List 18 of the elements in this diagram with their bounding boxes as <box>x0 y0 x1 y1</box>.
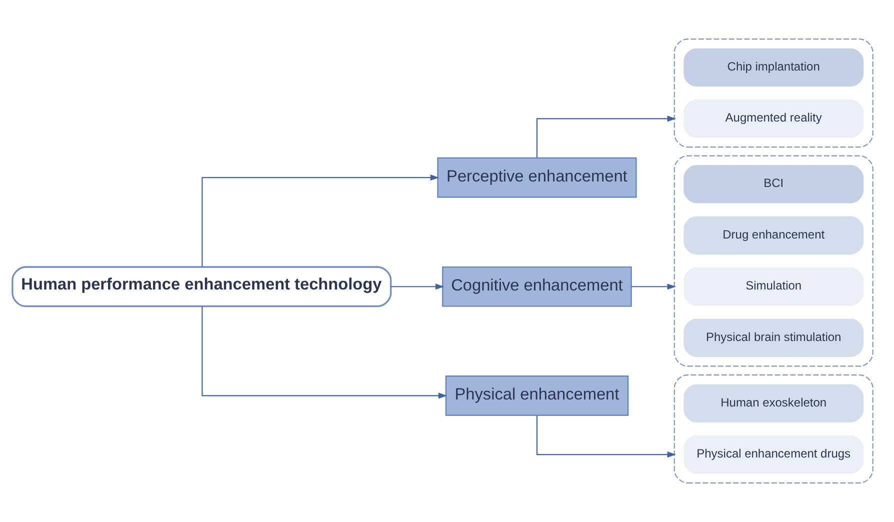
cluster <box>674 38 874 148</box>
cluster <box>674 374 874 484</box>
node-box: Human performance enhancement technology <box>12 266 392 308</box>
node-box: Physical brain stimulation <box>682 318 865 358</box>
arrow <box>202 306 448 399</box>
arrow <box>632 284 676 290</box>
node-box: Human exoskeleton <box>682 383 865 424</box>
node-box: BCI <box>682 164 865 204</box>
node-box: Cognitive enhancement <box>442 266 632 307</box>
node-box: Drug enhancement <box>682 215 865 256</box>
arrow <box>390 284 444 290</box>
arrow <box>536 416 676 458</box>
node-box: Perceptive enhancement <box>437 157 637 198</box>
node-box: Chip implantation <box>682 47 865 88</box>
arrow <box>202 174 440 267</box>
node-box: Physical enhancement <box>445 376 629 416</box>
cluster <box>674 155 874 367</box>
arrow <box>536 116 676 158</box>
